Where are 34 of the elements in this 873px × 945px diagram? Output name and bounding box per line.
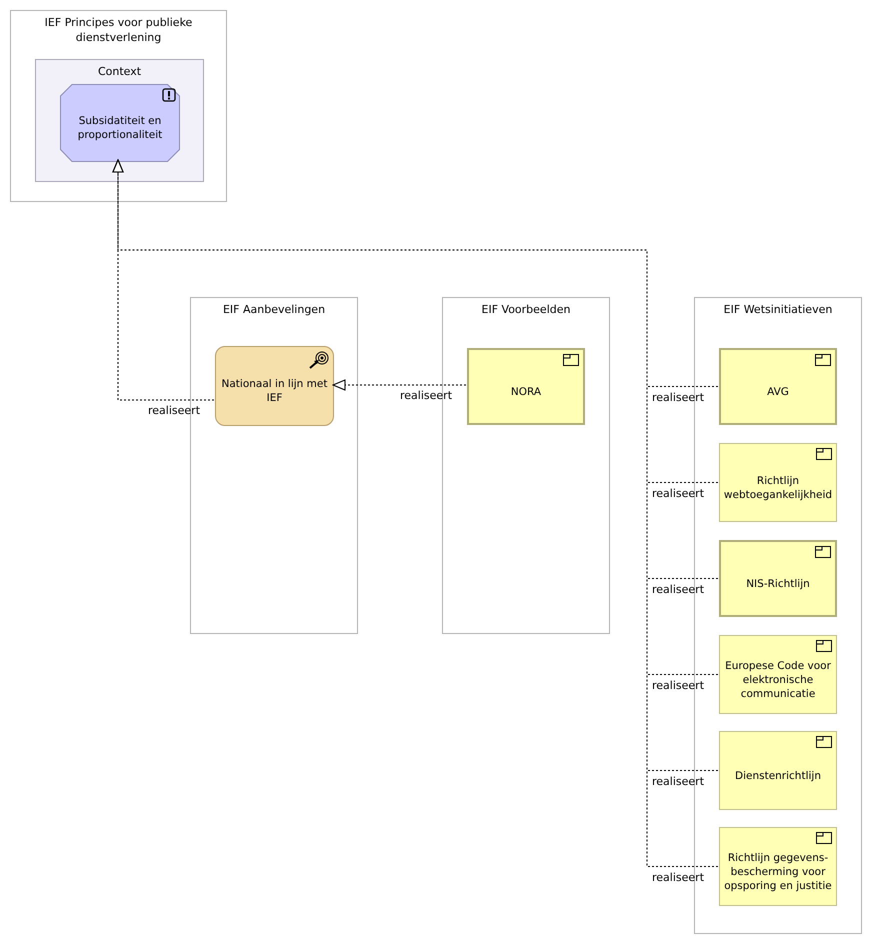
element-label: NORA [510, 384, 542, 398]
element-label: Europese Code voor elektronische communicatie [724, 658, 832, 700]
edge-label: realiseert [652, 486, 704, 500]
element-label: AVG [766, 384, 790, 398]
work-package-box [719, 635, 837, 714]
element-label: Subsidatiteit en proportionaliteit [76, 114, 164, 142]
group-title: EIF Wetsinitiatieven [722, 302, 834, 317]
element-label: Richtlijn gegevens-bescherming voor opsporing en justitie [723, 850, 833, 892]
work-package-box [719, 540, 837, 617]
edge-label: realiseert [652, 774, 704, 788]
group-frame [10, 10, 227, 202]
edge-label: realiseert [652, 678, 704, 692]
goal-box [215, 346, 334, 426]
group-frame [35, 59, 204, 182]
work-package-box [719, 348, 837, 425]
work-package-box [467, 348, 585, 425]
group-title: EIF Voorbeelden [480, 302, 572, 317]
element-label: Nationaal in lijn met IEF [220, 377, 328, 405]
work-package-box [719, 827, 837, 906]
group-title: EIF Aanbevelingen [222, 302, 326, 317]
work-package-box [719, 443, 837, 522]
realization-arrow [332, 380, 466, 390]
group-title: Context [96, 64, 142, 79]
edge-label: realiseert [400, 389, 452, 402]
edge-label: realiseert [652, 390, 704, 404]
edge-label: realiseert [652, 582, 704, 596]
element-label: Richtlijn webtoegankelijkheid [722, 474, 834, 502]
element-label: NIS-Richtlijn [745, 576, 811, 590]
element-label: Dienstenrichtlijn [734, 768, 822, 782]
group-title: IEF Principes voor publieke dienstverlening [44, 15, 194, 45]
work-package-box [719, 731, 837, 810]
edge-label: realiseert [652, 870, 704, 884]
edge-label: realiseert [148, 404, 200, 417]
principle-box [60, 84, 180, 162]
